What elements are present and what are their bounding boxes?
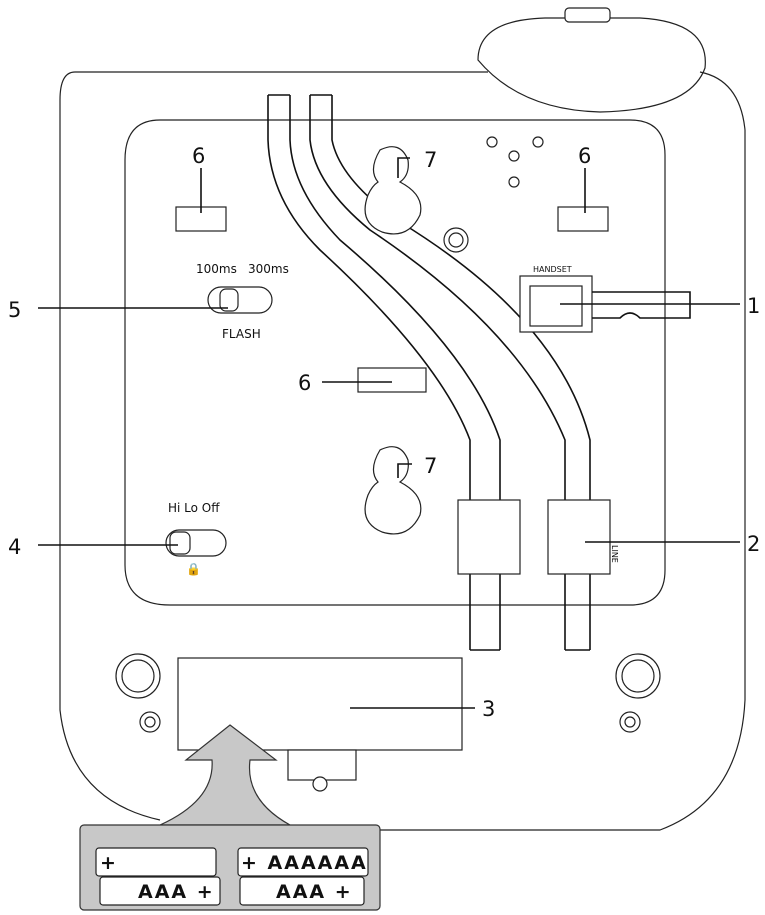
keyhole-mount-bottom <box>364 446 422 535</box>
callout-3: 3 <box>482 697 495 721</box>
battery-top-right <box>237 847 369 877</box>
speaker-holes <box>486 136 544 188</box>
callout-6-center: 6 <box>298 371 311 395</box>
battery-latch <box>287 749 357 781</box>
handset-jack-label: HANDSET <box>533 265 572 274</box>
callout-2: 2 <box>747 532 760 556</box>
lock-icon: 🔒 <box>186 562 201 576</box>
phone-body-outline <box>59 71 746 831</box>
battery-bottom-right-label: AAA + <box>276 881 353 903</box>
battery-bottom-left <box>99 876 221 906</box>
battery-top-left-label: + <box>100 852 118 874</box>
inner-panel <box>124 119 666 606</box>
callout-7-top: 7 <box>424 148 437 172</box>
battery-bottom-right <box>239 876 365 906</box>
leader-lines <box>38 157 740 709</box>
callout-4: 4 <box>8 535 21 559</box>
callout-5: 5 <box>8 298 21 322</box>
cradle-hook <box>564 7 611 23</box>
callout-6-right: 6 <box>578 144 591 168</box>
flash-option-300ms: 300ms <box>248 262 289 276</box>
flash-switch <box>207 286 273 314</box>
battery-top-left <box>95 847 217 877</box>
flash-option-100ms: 100ms <box>196 262 237 276</box>
handset-plug-block <box>457 499 521 575</box>
ringer-options: Hi Lo Off <box>168 501 220 515</box>
line-jack-label: LINE <box>610 545 619 563</box>
line-jack <box>547 499 611 575</box>
battery-bottom-left-label: AAA + <box>138 881 215 903</box>
cord-channels <box>267 94 591 651</box>
keyhole-mount-top <box>364 146 422 235</box>
callout-6-left: 6 <box>192 144 205 168</box>
battery-top-right-label: + AAAAAA <box>241 852 368 874</box>
rubber-foot-center <box>357 367 427 393</box>
callout-7-bottom: 7 <box>424 454 437 478</box>
flash-switch-label: FLASH <box>222 327 261 341</box>
handset-cradle <box>477 17 706 113</box>
callout-1: 1 <box>747 294 760 318</box>
rubber-foot-right <box>557 206 609 232</box>
lower-feet <box>115 653 661 733</box>
